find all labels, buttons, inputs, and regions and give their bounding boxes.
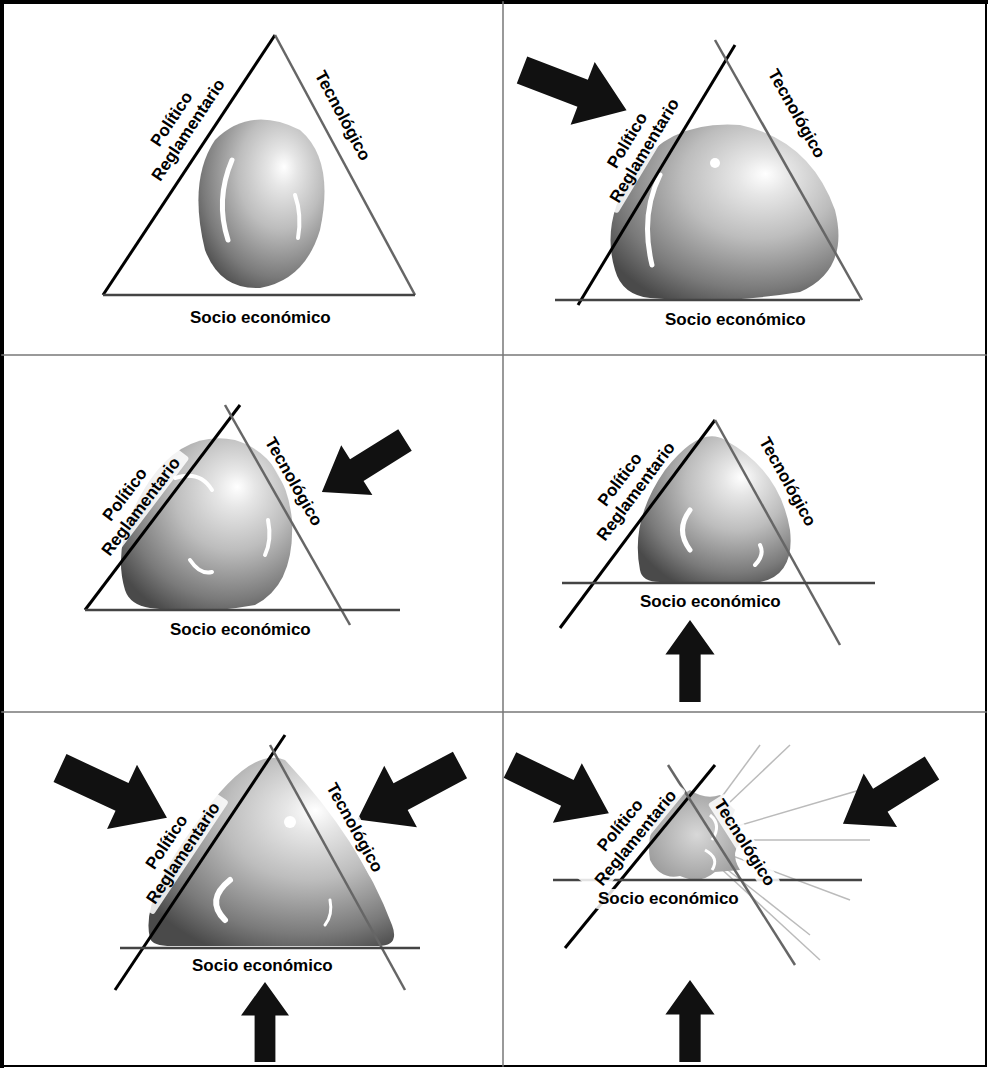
- balloon-highlight: [295, 195, 299, 238]
- divider-line: [2, 711, 986, 713]
- axis-label: Socio económico: [637, 592, 784, 612]
- frame-line: [2, 0, 986, 4]
- pressure-arrow: [496, 735, 624, 843]
- divider-line: [2, 354, 986, 356]
- pressure-arrow: [826, 741, 948, 850]
- triangle-side: [103, 35, 275, 295]
- panel-political-pressure: [510, 39, 862, 305]
- panel-balloon-free: [103, 35, 415, 295]
- pressure-arrow: [665, 620, 714, 702]
- balloon-highlight: [222, 160, 232, 240]
- panel-combined-pressure: [45, 734, 476, 1062]
- panel-socioeconomic-pressure: [560, 420, 875, 702]
- balloon-highlight: [710, 158, 720, 168]
- triangle-side: [668, 765, 795, 965]
- triangle-side: [275, 35, 415, 295]
- triangle-side: [103, 294, 415, 297]
- panel-balloon-burst: [496, 735, 949, 1062]
- balloon-highlight: [755, 545, 762, 565]
- axis-label: Socio económico: [595, 889, 742, 909]
- axis-label: Socio económico: [187, 308, 334, 328]
- triangle-side: [562, 582, 875, 585]
- triangle-side: [555, 299, 860, 302]
- triangle-side: [120, 947, 420, 950]
- frame-line: [985, 2, 987, 1066]
- balloon-highlight: [325, 900, 331, 925]
- frame-line: [0, 2, 4, 1066]
- pressure-arrow: [306, 415, 420, 517]
- triangle-side: [715, 40, 862, 300]
- balloon-highlight: [216, 880, 230, 920]
- pressure-arrow: [665, 980, 714, 1062]
- frame-line: [2, 1065, 986, 1067]
- balloon: [198, 120, 324, 289]
- balloon-highlight: [683, 510, 691, 550]
- axis-label: Socio económico: [662, 310, 809, 330]
- pressure-arrow: [241, 982, 289, 1062]
- burst-highlight: [705, 815, 717, 870]
- balloon-highlight: [190, 560, 212, 573]
- balloon-highlight: [265, 520, 269, 555]
- pressure-arrow: [510, 39, 639, 142]
- triangle-side: [225, 405, 350, 625]
- axis-label: Socio económico: [189, 956, 336, 976]
- divider-line: [502, 2, 504, 1066]
- axis-label: Socio económico: [167, 620, 314, 640]
- triangle-side: [85, 609, 400, 612]
- balloon-highlight: [284, 816, 296, 828]
